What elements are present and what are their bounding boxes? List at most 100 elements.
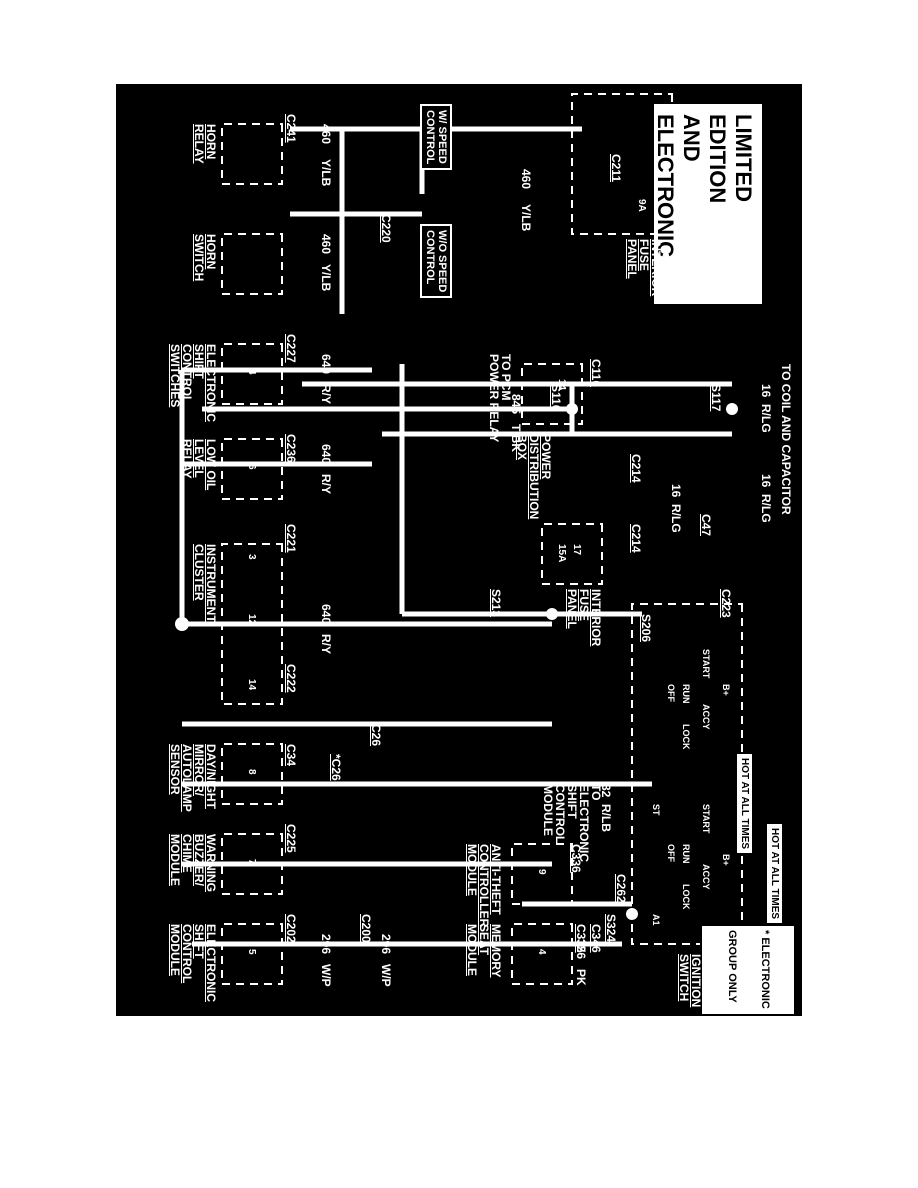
box-esc-switches: [221, 343, 283, 405]
wire-group: [179, 126, 732, 947]
connector-c116: C116: [589, 359, 603, 388]
wire-label-rlg-c: R/LG: [669, 504, 683, 533]
sw-run-2: RUN: [681, 844, 691, 864]
box-low-oil: [221, 438, 283, 500]
sw-bplus-1: B+: [721, 684, 731, 696]
wire-label-ry-c: R/Y: [319, 634, 333, 655]
footnote-box: * ELECTRONIC GROUP ONLY: [700, 924, 796, 1016]
wire-label-wp-a: W/P: [379, 964, 393, 987]
wire-label-296-b: 296: [319, 934, 333, 955]
wire-label-ylb-c: Y/LB: [319, 264, 333, 292]
label-coil-capacitor: TO COIL AND CAPACITOR: [779, 364, 793, 515]
wire-label-pk: PK: [574, 969, 588, 986]
connector-c227: C227: [284, 334, 298, 363]
wire-label-rlb-a: R/LB: [599, 804, 613, 832]
wire-label-16-c: 16: [669, 484, 683, 498]
sw-off-2: OFF: [666, 844, 676, 862]
schematic-lines: [175, 93, 743, 985]
connector-c336: C336: [569, 844, 583, 873]
box-chime: [221, 833, 283, 895]
sw-start-1: START: [701, 649, 711, 679]
connector-s206: S206: [639, 614, 653, 643]
box-anti-theft: [511, 843, 573, 905]
wire-label-ry-a: R/Y: [319, 384, 333, 405]
sw-bplus-2: B+: [721, 854, 731, 866]
label-low-oil: LOW OIL LEVEL RELAY: [180, 439, 218, 491]
footnote-line-2: GROUP ONLY: [726, 930, 738, 1003]
wire-label-ylb-b: Y/LB: [319, 159, 333, 187]
connector-c223: C223: [719, 589, 733, 618]
label-horn-relay: HORN RELAY: [192, 124, 218, 164]
connector-s324: S324: [604, 914, 618, 943]
title-box: LIMITED EDITION AND ELECTRONIC GROUP ONL…: [627, 104, 762, 304]
pin-8: 8: [246, 769, 257, 775]
label-esc-switches: ELECTRONIC SHIFT CONTROL SWITCHES: [168, 344, 218, 422]
connector-c262: C262: [614, 874, 628, 903]
box-mirror: [221, 743, 283, 805]
sw-st: ST: [651, 804, 661, 816]
connector-c202: C202: [284, 914, 298, 943]
fuse-15a: 15A: [556, 544, 567, 563]
wire-label-32-a: 32: [599, 784, 613, 798]
connector-c200: C200: [359, 914, 373, 943]
wire-label-460-c: 460: [319, 234, 333, 255]
hot-label-1: HOT AT ALL TIMES: [737, 754, 752, 854]
label-interior-fuse-panel-mid: INTERIOR FUSE PANEL: [565, 589, 603, 647]
connector-c214a: C214: [629, 524, 643, 553]
sw-start-2: START: [701, 804, 711, 834]
pin-4a: 4: [246, 369, 257, 375]
label-mirror: DAY/NIGHT MIRROR/ AUTOLAMP SENSOR: [168, 744, 218, 812]
sw-off-1: OFF: [666, 684, 676, 702]
pin-9: 9: [536, 869, 547, 875]
connector-s213: S213: [489, 589, 503, 618]
pin-12: 12: [246, 614, 257, 626]
wire-label-326: 326: [574, 939, 588, 960]
box-esc-module: [221, 923, 283, 985]
label-ignition-switch: IGNITION SWITCH: [677, 954, 703, 1008]
wire-label-tbk: T/BK: [509, 424, 523, 452]
pin-3: 3: [246, 554, 257, 560]
wire-label-ylb-a: Y/LB: [519, 204, 533, 232]
wire-label-ry-b: R/Y: [319, 474, 333, 495]
fuse-9a: 9A: [636, 199, 647, 212]
wire-label-460-a: 460: [519, 169, 533, 190]
fuse-14: 14: [556, 379, 567, 391]
splice-s206: [546, 608, 558, 620]
splice-s117: [726, 403, 738, 415]
wire-label-rlg-b: R/LG: [759, 494, 773, 523]
box-cluster: [221, 543, 283, 705]
connector-c220: C220: [379, 214, 393, 243]
label-horn-switch: HORN SWITCH: [192, 234, 218, 282]
connector-c225: C225: [284, 824, 298, 853]
box-memory-seat: [511, 923, 573, 985]
pin-14: 14: [246, 679, 257, 691]
wire-label-16-a: 16: [759, 384, 773, 398]
sw-accy-1: ACCY: [701, 704, 711, 730]
splice-s116: [566, 403, 578, 415]
connector-c34: C34: [284, 744, 298, 767]
sw-a1: A1: [651, 914, 661, 926]
box-horn-switch: [221, 233, 283, 295]
label-memory-seat: MEMORY SEAT MODULE: [465, 924, 503, 978]
fuse-17: 17: [571, 544, 582, 556]
pin-7: 7: [246, 859, 257, 865]
wire-label-296-a: 296: [379, 934, 393, 955]
connector-c214b: C214: [629, 454, 643, 483]
splice-s213: [175, 617, 189, 631]
sw-accy-2: ACCY: [701, 864, 711, 890]
connector-c236: C236: [284, 434, 298, 463]
label-anti-theft: ANTI-THEFT CONTROLLER MODULE: [465, 844, 503, 928]
connector-c222: C222: [284, 664, 298, 693]
connector-c26a: C26: [369, 724, 383, 747]
sw-lock-2: LOCK: [681, 884, 691, 910]
wire-label-wp-b: W/P: [319, 964, 333, 987]
label-esc-module: ELECTRONIC SHIFT CONTROL MODULE: [168, 924, 218, 1002]
pin-6: 6: [246, 464, 257, 470]
wire-label-640-a: 640: [319, 354, 333, 375]
connector-c211: C211: [609, 154, 623, 183]
wire-label-rlg-a: R/LG: [759, 404, 773, 433]
wiring-diagram: LIMITED EDITION AND ELECTRONIC GROUP ONL…: [116, 84, 802, 1016]
box-fuse-panel-mid: [541, 523, 603, 585]
rotated-schematic: LIMITED EDITION AND ELECTRONIC GROUP ONL…: [116, 84, 802, 1016]
label-chime: WARNING BUZZER/ CHIME MODULE: [168, 834, 218, 892]
